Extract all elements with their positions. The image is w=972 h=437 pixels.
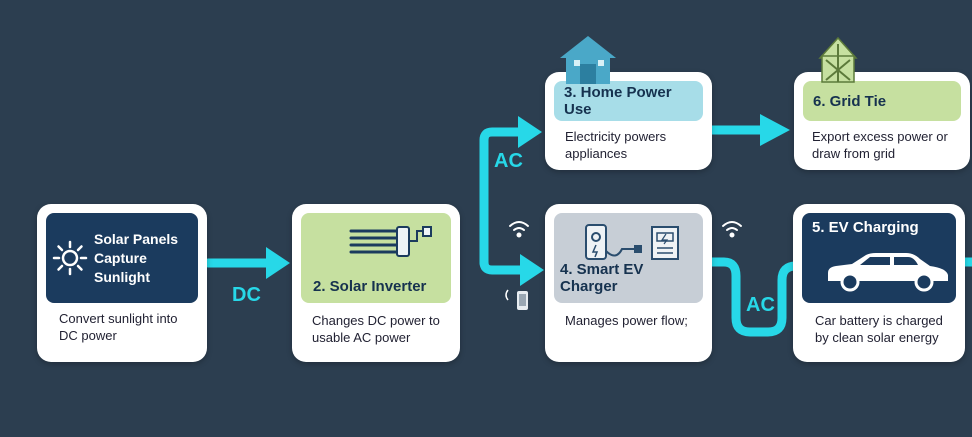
solar-panels-header: Solar Panels Capture Sunlight xyxy=(46,213,198,303)
solar-inverter-desc: Changes DC power to usable AC power xyxy=(312,313,440,345)
ev-charging-title: 5. EV Charging xyxy=(812,219,919,236)
solar-panels-title: Solar Panels Capture Sunlight xyxy=(94,230,179,285)
solar-inverter-card: 2. Solar Inverter Changes DC power to us… xyxy=(292,204,460,362)
grid-tie-card: 6. Grid Tie Export excess power or draw … xyxy=(794,72,970,170)
solar-panels-desc: Convert sunlight into DC power xyxy=(59,311,178,343)
ac-up-label: AC xyxy=(494,150,523,172)
ac-ev-label: AC xyxy=(746,294,775,316)
ev-charging-desc: Car battery is charged by clean solar en… xyxy=(815,313,943,345)
solar-inverter-title: 2. Solar Inverter xyxy=(313,278,427,295)
car-icon xyxy=(828,253,948,292)
ac-up-arrow xyxy=(479,127,525,268)
grid-tie-title: 6. Grid Tie xyxy=(813,92,887,110)
solar-panels-card: Solar Panels Capture Sunlight Convert su… xyxy=(37,204,207,362)
home-power-desc: Electricity powers appliances xyxy=(565,129,667,161)
ac-ev-arrow xyxy=(707,257,825,337)
grid-tie-desc: Export excess power or draw from grid xyxy=(812,129,948,161)
charger-icon xyxy=(585,224,679,260)
ev-charging-card: 5. EV Charging Car battery is charged by… xyxy=(793,204,965,362)
grid-tie-header: 6. Grid Tie xyxy=(803,81,961,121)
dc-label: DC xyxy=(232,284,261,306)
solar-inverter-header: 2. Solar Inverter xyxy=(301,213,451,303)
home-power-header: 3. Home Power Use xyxy=(554,81,703,121)
home-power-card: 3. Home Power Use Electricity powers app… xyxy=(545,72,712,170)
smart-ev-charger-title: 4. Smart EV Charger xyxy=(560,261,644,295)
smart-ev-charger-card: 4. Smart EV Charger Manages power flow; xyxy=(545,204,712,362)
smart-ev-charger-desc: Manages power flow; xyxy=(565,313,688,328)
inverter-icon xyxy=(349,226,432,257)
ev-charging-header: 5. EV Charging xyxy=(802,213,956,303)
ac-charger-arrow xyxy=(479,195,527,275)
smart-ev-charger-header: 4. Smart EV Charger xyxy=(554,213,703,303)
home-power-title: 3. Home Power Use xyxy=(564,84,672,118)
sun-icon xyxy=(52,240,88,276)
